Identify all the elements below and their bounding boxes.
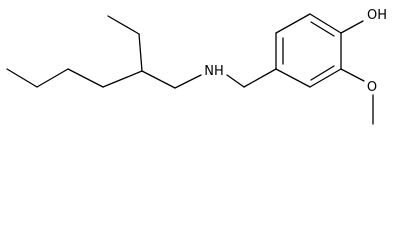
bond-ethyl-2: [107, 15, 140, 35]
skeletal-formula: NH OH O: [6, 8, 387, 125]
bond-ring-o: [340, 68, 365, 82]
bond-ch2-nh: [174, 74, 202, 89]
ring-bond-5: [309, 68, 342, 88]
bond-ch2-n: [141, 70, 176, 89]
benzene-ring: [275, 13, 342, 88]
bond-nh-ch2: [226, 74, 245, 88]
bond-butyl-1: [6, 68, 38, 88]
alkyl-chain: [6, 15, 277, 89]
bond-ch2-ring: [243, 68, 277, 88]
structure-canvas: NH OH O: [6, 8, 388, 125]
substituents: [340, 20, 374, 125]
ring-double-bond-3: [310, 65, 335, 81]
bond-ethyl-1: [138, 33, 143, 72]
ring-bond-3: [309, 13, 342, 34]
bond-butyl-3: [67, 68, 104, 88]
atom-label-o: O: [367, 80, 377, 95]
bond-butyl-4: [102, 70, 143, 88]
atom-label-nh: NH: [204, 64, 224, 79]
ring-bond-6: [275, 68, 311, 88]
atom-label-oh: OH: [367, 8, 387, 23]
ring-double-bond-2: [310, 21, 335, 37]
bond-ring-oh: [340, 20, 364, 34]
ring-bond-2: [275, 13, 311, 34]
bond-butyl-2: [36, 68, 69, 88]
